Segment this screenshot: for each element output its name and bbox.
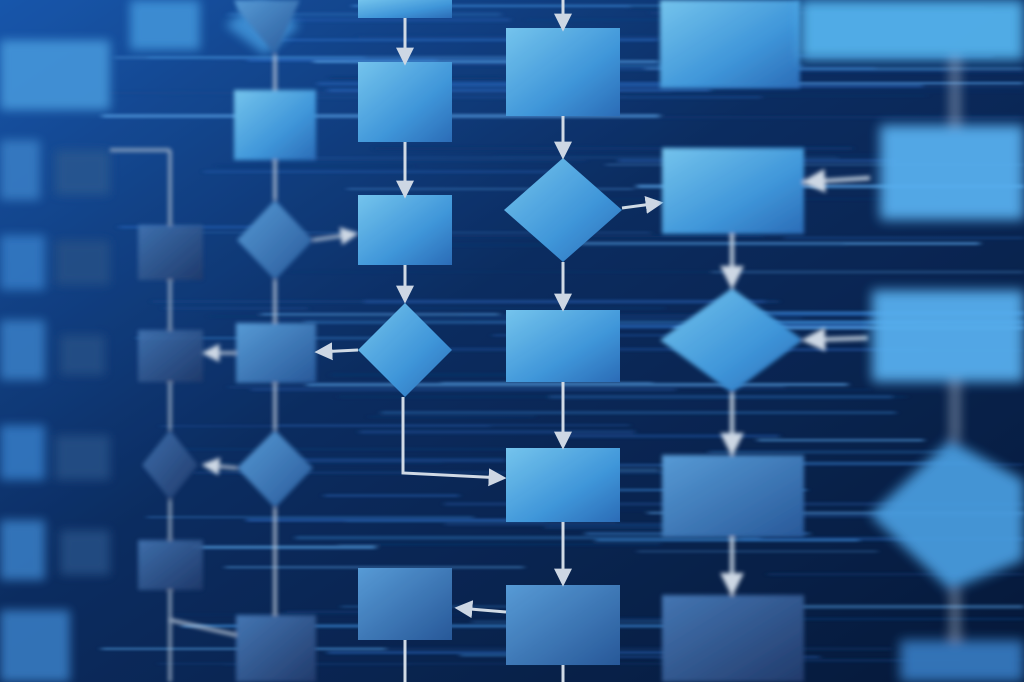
light-streak [626,95,928,97]
light-streak [740,536,1024,541]
light-streak [673,325,1024,330]
light-streak [224,664,410,666]
light-streak [248,18,511,22]
light-streak [338,395,907,399]
light-streak [605,463,1024,466]
light-streak [262,235,764,238]
light-streak [739,388,870,391]
light-streak [636,184,1024,189]
process-box [358,568,452,640]
light-streak [445,523,691,526]
light-streak [526,19,718,21]
light-streak [645,67,1024,70]
light-streak [605,163,1024,166]
light-streak [382,243,845,247]
light-streak [163,307,308,310]
light-streak [285,611,418,613]
process-box [506,585,620,665]
process-box [506,310,620,382]
process-box [358,0,452,18]
light-streak [744,69,1024,74]
light-streak [279,38,658,42]
light-streak [295,535,761,540]
light-streak [327,651,676,654]
light-streak [710,311,1024,314]
light-streak [637,550,878,553]
light-streak [767,573,1024,576]
light-streak [272,160,586,162]
light-streak [218,461,443,465]
light-streak [158,663,708,665]
light-streak [152,300,779,303]
main-column-right [660,0,871,682]
light-streak [173,613,504,616]
light-streak [324,494,460,497]
light-streak [228,386,785,388]
light-streak [763,604,1024,609]
light-streak [381,411,896,415]
light-streak [306,382,848,387]
light-streak [331,373,532,377]
second-column [110,148,203,682]
light-streak [441,0,800,1]
light-streak [706,314,882,317]
main-column-center [454,0,664,682]
light-streak [359,430,635,434]
light-streak [647,511,1024,515]
light-streak [147,56,365,59]
light-streak [338,543,661,546]
light-streak [160,425,491,427]
process-box [506,28,620,116]
light-streak [278,424,630,426]
light-streak [246,518,546,522]
light-streak [346,60,510,63]
light-streak [146,516,474,518]
light-streak [193,545,376,549]
light-streak [250,388,676,392]
blurred-right-column [800,0,1024,682]
light-streak [224,566,524,569]
light-streak [369,416,535,418]
light-streak [725,660,965,662]
light-streak [307,157,839,159]
main-column-left [314,0,507,682]
process-box [506,448,620,522]
light-streak [657,116,1024,119]
light-streak [345,520,618,522]
light-streak [729,82,1024,85]
light-streak [375,146,853,150]
light-streak [544,525,763,530]
light-streak [204,170,573,174]
light-streak [671,91,1024,92]
decision-diamond [358,303,452,397]
light-streak [407,307,665,309]
light-streak [346,188,634,190]
light-streak [757,438,924,442]
light-streak [441,382,653,384]
decision-diamond [504,158,622,262]
light-streak [373,84,923,88]
light-streak [289,271,717,273]
light-streak [708,450,949,454]
light-streak [595,464,723,467]
third-column [169,0,359,682]
light-streak [153,448,533,450]
light-streak [261,313,499,316]
light-streak [784,236,1024,240]
light-streak [317,81,662,86]
light-streak [659,658,1024,661]
light-streak [193,471,759,474]
process-box [358,195,452,265]
light-streak [595,538,860,542]
light-streak [712,270,1024,274]
light-streak [558,434,780,438]
process-box [358,62,452,142]
light-streak [750,461,967,465]
light-streak [216,165,414,167]
light-streak [389,347,927,351]
light-streak [296,458,506,463]
